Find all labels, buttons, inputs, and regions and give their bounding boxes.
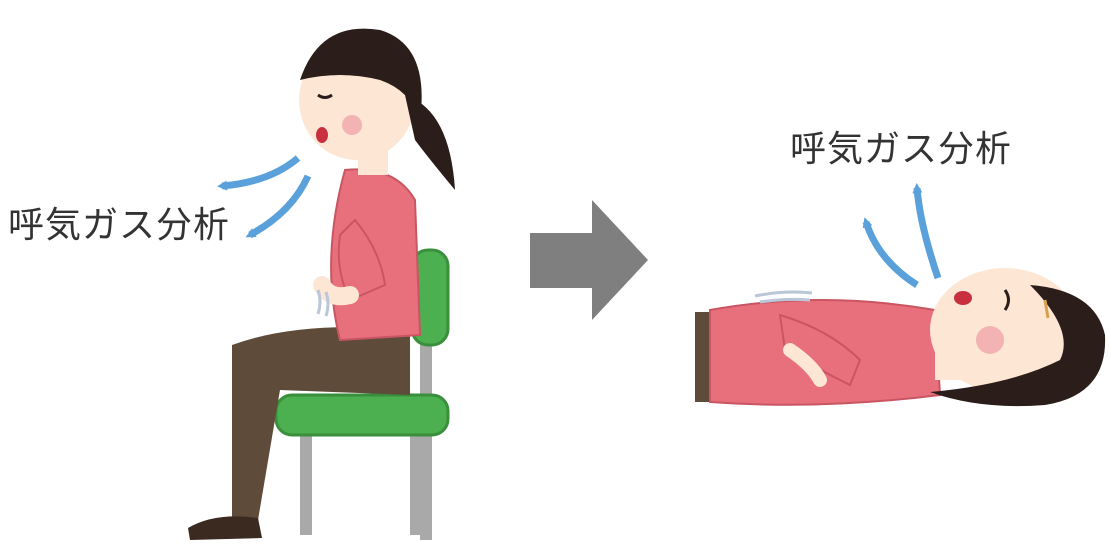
breath-arrow-3 bbox=[917, 188, 938, 278]
transition-arrow bbox=[530, 200, 648, 320]
seated-person-figure bbox=[188, 29, 455, 540]
breath-arrow-1 bbox=[222, 158, 298, 186]
breath-arrow-4 bbox=[866, 222, 917, 285]
belly-movement-mark-supine bbox=[755, 292, 812, 302]
supine-person-figure bbox=[695, 268, 1105, 406]
breath-arrow-2 bbox=[250, 176, 308, 235]
